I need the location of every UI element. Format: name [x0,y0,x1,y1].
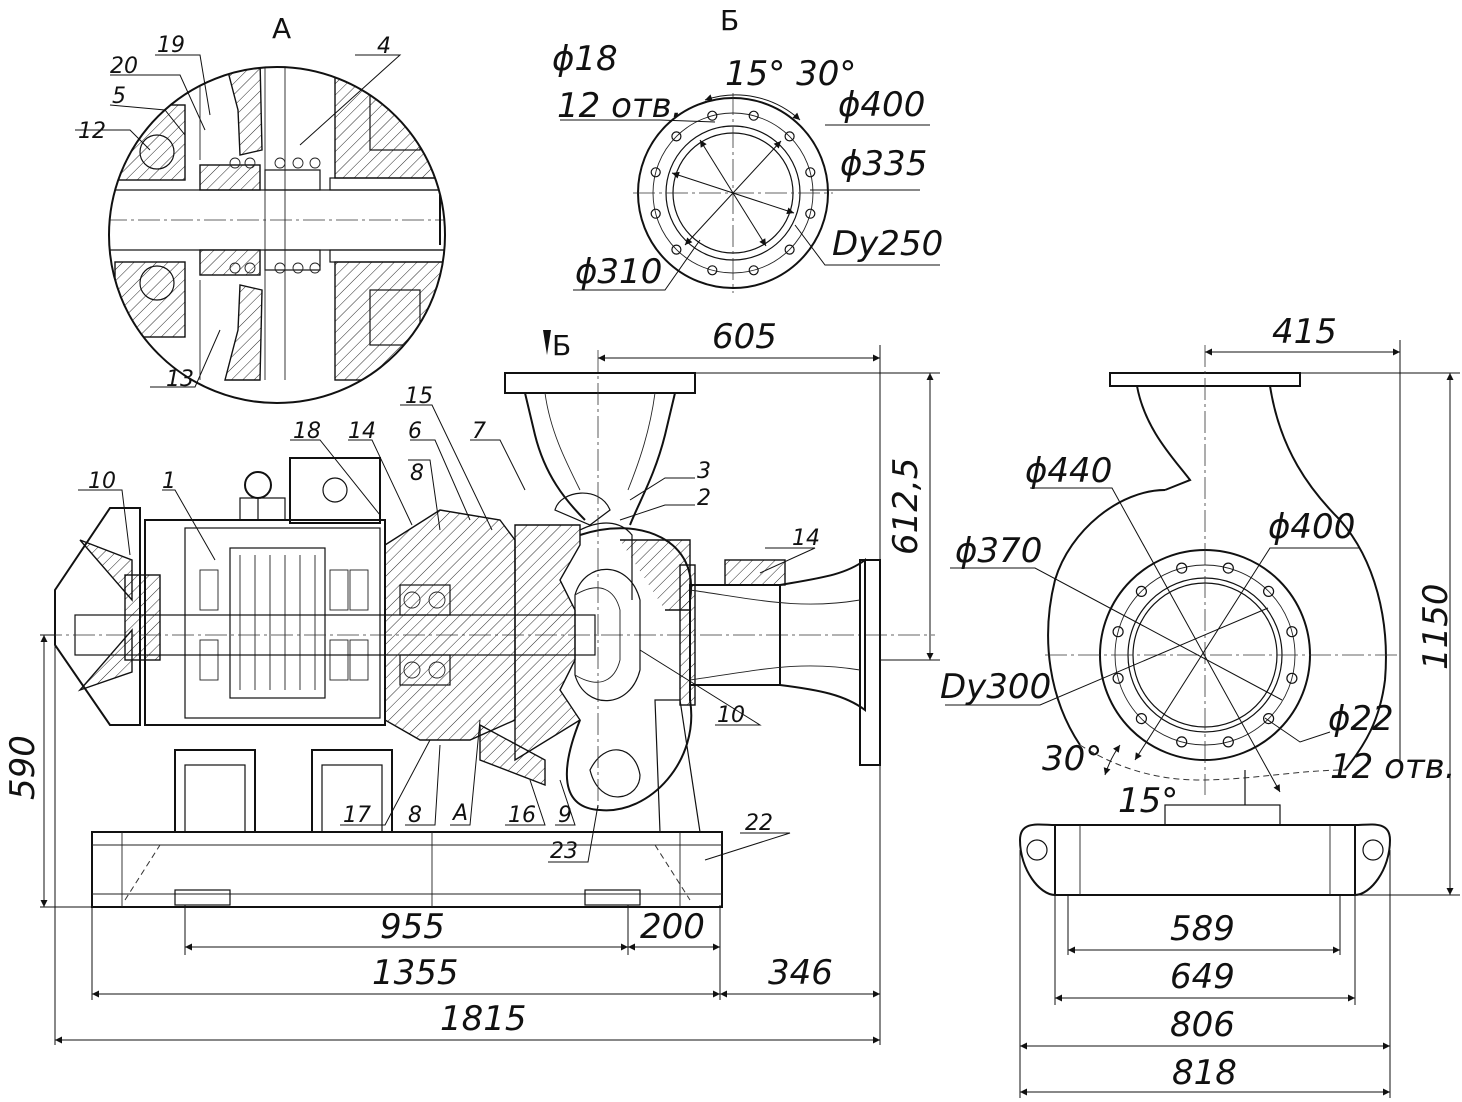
part-label-13: 13 [166,367,194,392]
flange-b-dy: Dy250 [832,224,943,264]
dim-415: 415 [1272,312,1337,352]
part-label-17: 16 [508,803,536,828]
flange-b-d310: ϕ310 [575,252,662,292]
part-label-12: 12 [78,119,106,144]
part-label-6: 6 [408,419,422,444]
flange-view-b: Б ϕ18 12 отв. 15° 30° ϕ400 ϕ335 Dy250 ϕ3… [552,4,943,293]
side-angle-15: 15° [1118,781,1178,821]
side-d22: ϕ22 [1328,699,1394,739]
dim-605: 605 [712,317,777,357]
side-flange-bolt-hole [1222,736,1234,748]
dim-818: 818 [1172,1053,1237,1093]
flange-b-bolt-hole [784,131,795,142]
side-angle-30: 30° [1042,739,1102,779]
dim-806: 806 [1170,1005,1235,1045]
side-flange-bolt-hole [1222,562,1234,574]
dim-955: 955 [380,907,445,947]
flange-b-bolt-hole [707,265,718,276]
flange-b-bolt-hole [748,265,759,276]
dim-649: 649 [1170,957,1235,997]
part-label-5: 5 [112,84,126,109]
part-label-22: 22 [745,811,773,836]
part-label-19: 18 [293,419,321,444]
side-flange-bolt-hole [1262,712,1275,725]
part-label-8-bottom: 8 [408,803,422,828]
dim-1355: 1355 [372,953,459,993]
part-label-1: 1 [162,469,176,494]
side-flange-bolt-hole [1286,672,1298,684]
dim-346: 346 [768,953,833,993]
detail-view-a: А [75,12,446,404]
side-flange-bolt-hole [1112,672,1124,684]
view-b-title: Б [720,4,739,37]
section-label-a: А [451,801,468,826]
part-label-7: 7 [472,419,486,444]
flange-b-hole-diameter: ϕ18 [552,39,618,79]
flange-b-bolt-hole [671,244,682,255]
side-flange-bolt-hole [1262,585,1275,598]
side-hole-count: 12 отв. [1330,747,1456,787]
flange-b-bolt-hole [805,167,816,178]
part-label-14: 14 [792,526,820,551]
front-section-view: 10 1 18 14 6 15 7 8 3 2 14 10 17 8 А 16 … [3,317,940,1045]
part-label-4: 4 [377,34,391,59]
flange-b-bolt-hole [784,244,795,255]
flange-b-bolt-hole [671,131,682,142]
part-label-20: 19 [157,33,185,58]
section-arrow-b: Б [552,329,571,362]
part-label-21: 20 [110,54,138,79]
flange-b-hole-count: 12 отв. [557,86,683,126]
flange-b-bolt-hole [650,167,661,178]
flange-b-angles: 15° 30° [725,54,856,94]
flange-b-d400: ϕ400 [838,85,925,125]
side-flange-bolt-hole [1135,585,1148,598]
side-dy300: Dy300 [940,667,1051,707]
side-flange-bolt-hole [1135,712,1148,725]
dim-589: 589 [1170,909,1235,949]
flange-b-bolt-hole [805,208,816,219]
flange-b-bolt-hole [650,208,661,219]
part-label-11: 10 [88,469,116,494]
part-label-3: 3 [697,459,711,484]
part-label-15: 14 [348,419,376,444]
flange-b-d335: ϕ335 [840,144,927,184]
dim-200: 200 [640,907,705,947]
part-label-23: 23 [550,839,578,864]
dim-590: 590 [3,735,43,800]
side-flange-bolt-hole [1176,736,1188,748]
side-d400: ϕ400 [1268,507,1355,547]
part-label-9: 9 [558,803,572,828]
side-d440: ϕ440 [1025,451,1112,491]
part-label-10: 10 [717,703,745,728]
view-a-title: А [272,12,291,45]
side-flange-bolt-hole [1176,562,1188,574]
dim-1150: 1150 [1416,583,1456,670]
side-d370: ϕ370 [955,531,1042,571]
dim-1815: 1815 [440,999,527,1039]
side-view: 415 1150 ϕ440 ϕ400 ϕ370 Dy300 ϕ22 12 отв… [940,312,1460,1098]
dim-612-5: 612,5 [886,458,926,555]
part-label-18: 17 [343,803,371,828]
part-label-2: 2 [697,486,711,511]
side-flange-bolt-hole [1112,626,1124,638]
part-label-16: 15 [405,384,433,409]
side-flange-bolt-hole [1286,626,1298,638]
part-label-8-top: 8 [410,461,424,486]
